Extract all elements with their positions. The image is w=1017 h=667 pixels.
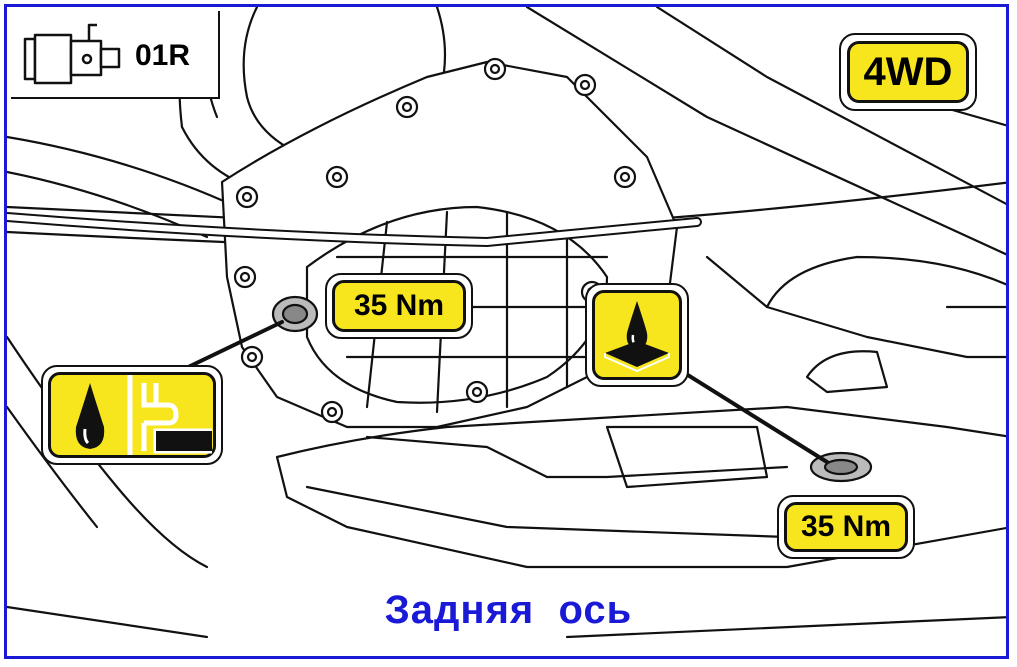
oil-drain-icon xyxy=(592,290,682,380)
gearbox-icon xyxy=(23,23,121,85)
drain-plug-torque: 35 Nm xyxy=(784,502,908,552)
diagram-frame: 01R 4WD 35 Nm 35 Nm xyxy=(4,4,1009,659)
oil-drain-graphic xyxy=(604,301,670,373)
diagram-caption: Задняя ось xyxy=(384,588,633,632)
oil-fill-level-graphic xyxy=(75,375,212,455)
drive-type-badge: 4WD xyxy=(847,41,969,103)
oil-fill-level-icon xyxy=(48,372,216,458)
filler-plug-torque: 35 Nm xyxy=(332,280,466,332)
transmission-code-box: 01R xyxy=(11,11,220,99)
transmission-code: 01R xyxy=(135,39,191,72)
